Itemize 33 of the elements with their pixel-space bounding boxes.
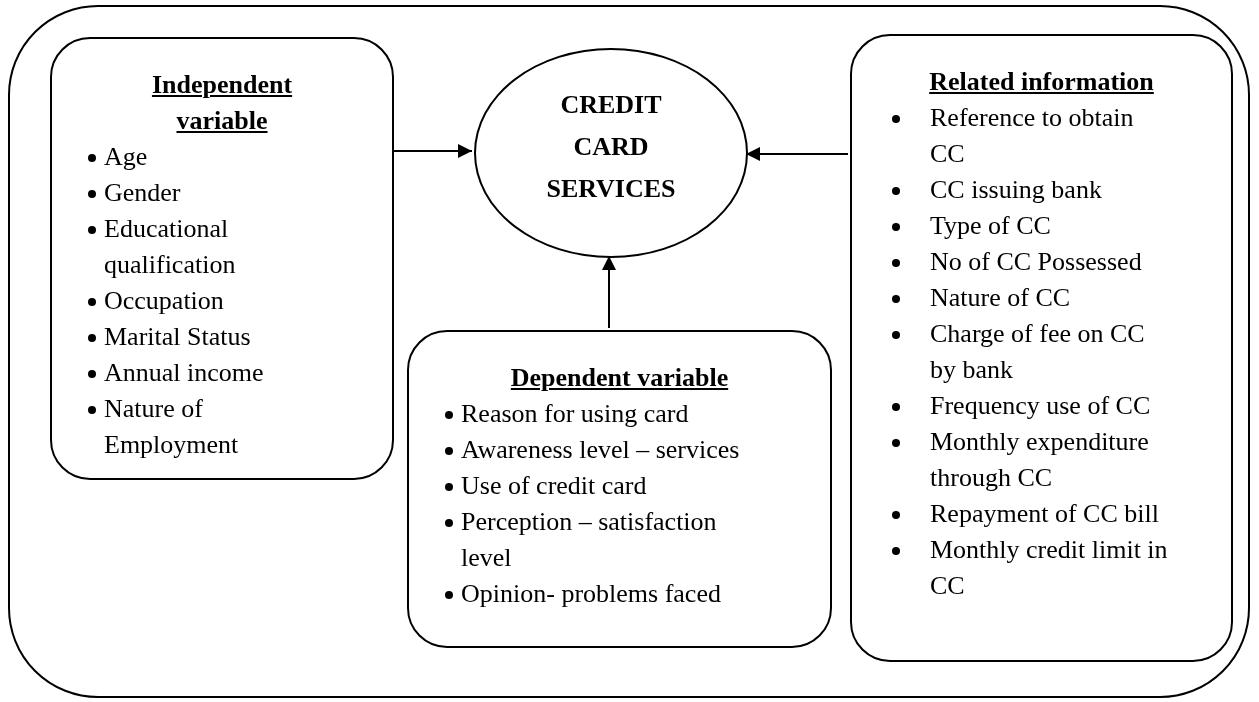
list-item: Age: [104, 141, 149, 173]
rounded-box: [50, 37, 394, 480]
list-item: Reference to obtain CC: [930, 102, 1135, 170]
list-item: Reason for using card: [461, 398, 690, 430]
arrow: [391, 144, 473, 158]
list-item: Type of CC: [930, 210, 1052, 242]
list-item: Educational qualification: [104, 213, 237, 281]
list-item: Charge of fee on CC by bank: [930, 318, 1146, 386]
list-item: Use of credit card: [461, 470, 648, 502]
outer-frame: [8, 5, 1250, 698]
list-item: Nature of CC: [930, 282, 1072, 314]
list-item: Occupation: [104, 285, 225, 317]
arrow: [745, 147, 849, 161]
list-item: Marital Status: [104, 321, 252, 353]
list-item: Monthly expenditure through CC: [930, 426, 1150, 494]
list-item: Opinion- problems faced: [461, 578, 722, 610]
list-item: Nature of Employment: [104, 393, 240, 461]
box-heading: Dependent variable: [510, 362, 729, 394]
rounded-box: [850, 34, 1233, 662]
list-item: Monthly credit limit in CC: [930, 534, 1169, 602]
list-item: Frequency use of CC: [930, 390, 1152, 422]
node-title: CREDIT CARD SERVICES: [545, 89, 677, 205]
list-item: Repayment of CC bill: [930, 498, 1160, 530]
list-item: No of CC Possessed: [930, 246, 1143, 278]
list-item: CC issuing bank: [930, 174, 1103, 206]
rounded-box: [407, 330, 832, 648]
list-item: Awareness level – services: [461, 434, 741, 466]
arrow: [602, 255, 616, 329]
list-item: Gender: [104, 177, 182, 209]
box-heading: Independent variable: [150, 69, 294, 137]
list-item: Perception – satisfaction level: [461, 506, 718, 574]
list-item: Annual income: [104, 357, 265, 389]
box-heading: Related information: [929, 66, 1154, 98]
